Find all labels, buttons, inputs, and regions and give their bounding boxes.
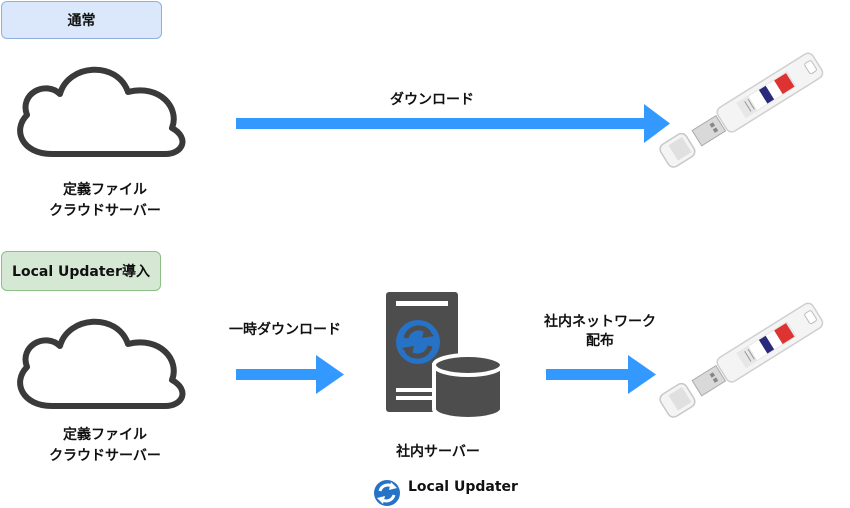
sync-icon xyxy=(396,320,440,364)
cloud-label-line1: 定義ファイル xyxy=(63,427,147,443)
cloud-label-line1: 定義ファイル xyxy=(63,182,147,198)
cloud-icon xyxy=(20,322,182,406)
legend-label: Local Updater xyxy=(408,479,518,495)
legend-sync-icon xyxy=(374,480,400,506)
temp-download-arrow xyxy=(236,355,344,394)
legend: Local Updater xyxy=(372,479,518,495)
distribute-arrow xyxy=(546,355,656,394)
tag-local-updater: Local Updater導入 xyxy=(1,251,161,291)
download-arrow xyxy=(236,104,670,143)
cloud-label-line2: クラウドサーバー xyxy=(49,448,161,464)
cloud-icon xyxy=(20,70,182,154)
network-label-line1: 社内ネットワーク xyxy=(544,314,656,330)
server-label: 社内サーバー xyxy=(396,444,480,460)
network-label-line2: 配布 xyxy=(586,333,614,349)
tag-normal: 通常 xyxy=(1,1,162,39)
temp-download-label: 一時ダウンロード xyxy=(229,322,341,338)
cloud-label-line2: クラウドサーバー xyxy=(49,203,161,219)
usb-drive-icon xyxy=(656,300,826,421)
usb-drive-icon xyxy=(656,50,826,171)
download-label: ダウンロード xyxy=(390,92,474,108)
database-icon xyxy=(432,353,504,421)
